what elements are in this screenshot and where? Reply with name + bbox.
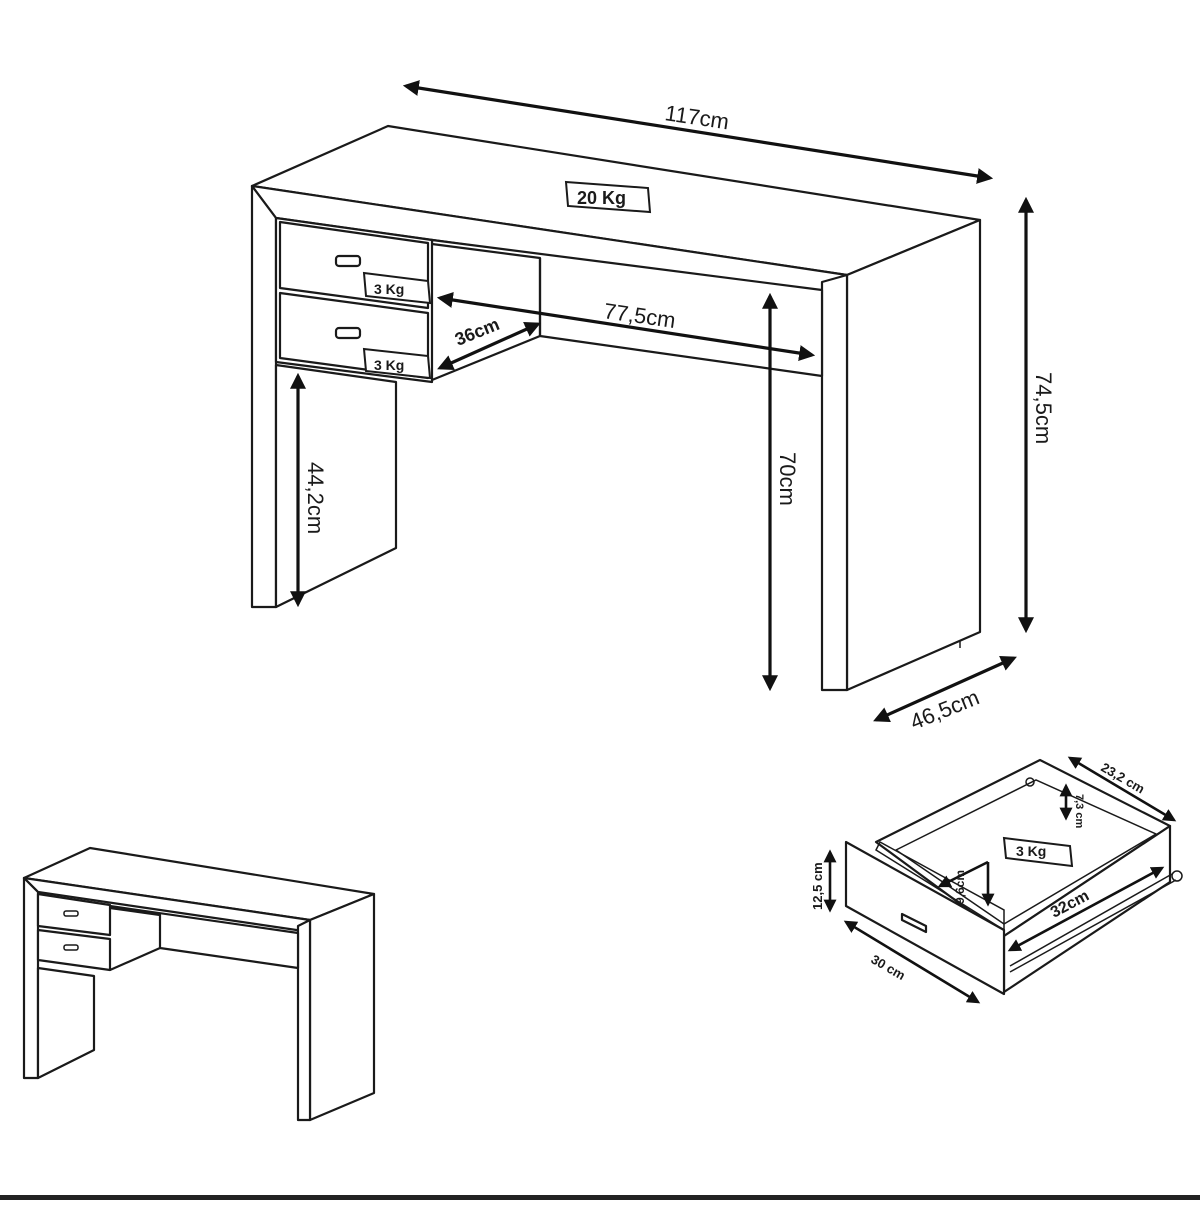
drawer-load-label-2: 3 Kg	[374, 357, 404, 373]
width-arrow	[402, 80, 994, 184]
drawer-inner-length-arrow	[1007, 866, 1165, 952]
thumb-drawer-1	[36, 892, 112, 937]
drawer-depth-arrow	[1067, 756, 1177, 822]
drawer-inner-height-label: 7,3 cm	[1073, 794, 1085, 828]
inner-width-arrow	[436, 292, 816, 361]
drawer-inner-diagonal-arrow	[937, 860, 989, 888]
desk-right-leg-front	[820, 273, 849, 692]
main-desk-drawing: 20 Kg 3 Kg 3 Kg 117cm 77,5cm 36cm 74,5cm…	[250, 80, 1056, 735]
top-load-label: 20 Kg	[577, 188, 626, 208]
drawer-handle-2-icon	[334, 326, 362, 340]
rail-wheel-icon	[1171, 870, 1183, 882]
top-load-badge: 20 Kg	[564, 180, 652, 214]
drawer-depth-arrow	[437, 321, 541, 371]
drawer-load-badge-1: 3 Kg	[362, 271, 432, 305]
desk-left-inner-panel	[274, 363, 398, 609]
desk-left-leg-front	[250, 184, 278, 609]
height-label: 74,5cm	[1031, 372, 1056, 444]
drawer-width-arrow	[843, 920, 981, 1004]
side-clearance-label: 44,2cm	[303, 462, 328, 534]
drawer-detail-load-badge: 3 Kg	[1002, 836, 1074, 868]
drawer-detail-drawing: 3 Kg 23,2 cm 7,3 cm 12,5 cm 9,6cm 32cm 3…	[810, 756, 1183, 1004]
depth-arrow	[873, 655, 1017, 723]
rail-hole-icon	[1025, 777, 1035, 787]
drawer-handle-1-icon	[334, 254, 362, 268]
depth-label: 46,5cm	[907, 684, 983, 734]
desk-right-side-panel	[845, 218, 982, 692]
drawer-load-label-1: 3 Kg	[374, 281, 404, 297]
desk-thumbnail	[22, 846, 376, 1122]
drawer-inner-depth-label: 9,6cm	[953, 870, 967, 904]
drawer-front-height-label: 12,5 cm	[810, 862, 825, 910]
leg-clearance-label: 70cm	[775, 452, 800, 506]
drawer-detail-load-label: 3 Kg	[1016, 843, 1046, 859]
footer-bar	[0, 1195, 1200, 1200]
drawer-load-badge-2: 3 Kg	[362, 347, 432, 380]
